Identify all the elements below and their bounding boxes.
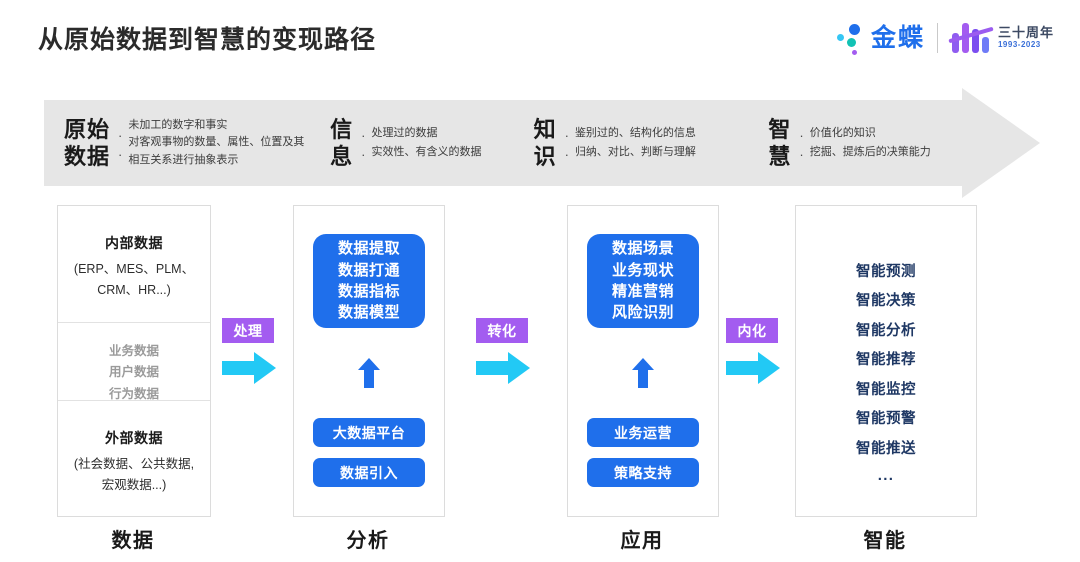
kingdee-logo: 金蝶 三十周年 1993-2023 [833, 18, 1054, 58]
application-scenario-item: 数据场景 [611, 240, 674, 258]
analysis-capability-box: 数据提取 数据打通 数据指标 数据模型 [313, 234, 425, 328]
band-stage-information: 信 息 ·· 处理过的数据 实效性、有含义的数据 [330, 100, 533, 186]
band-stage-raw-data: 原始 数据 ·· 未加工的数字和事实 对客观事物的数量、属性、位置及其相互关系进… [44, 100, 330, 186]
application-strategy-pill: 策略支持 [587, 458, 699, 487]
logo-divider [936, 23, 938, 53]
band-bullet-dots: ·· [118, 128, 123, 162]
column-label-intelligence: 智能 [863, 530, 907, 552]
band-bullet: 未加工的数字和事实 [128, 119, 228, 132]
connector-internalize: 内化 [726, 318, 792, 384]
right-arrow-icon [726, 352, 788, 384]
up-arrow-icon [358, 358, 380, 388]
application-scenario-box: 数据场景 业务现状 精准营销 风险识别 [587, 234, 699, 328]
intelligence-ellipsis: ··· [877, 470, 895, 488]
band-bullet-list: 价值化的知识 挖掘、提炼后的决策能力 [810, 124, 931, 163]
intelligence-item: 智能预警 [856, 411, 916, 428]
internal-data-title: 内部数据 [105, 235, 163, 251]
logo-dots-icon [833, 21, 867, 55]
band-bullet-dots: ·· [799, 128, 804, 162]
external-data-subtitle: (社会数据、公共数据, 宏观数据...) [73, 457, 195, 492]
anniversary-label: 三十周年 [997, 25, 1054, 41]
application-scenario-item: 精准营销 [611, 283, 674, 300]
right-arrow-icon [222, 352, 284, 384]
external-data-title: 外部数据 [105, 430, 163, 446]
column-label-analysis: 分析 [346, 530, 390, 552]
intelligence-item: 智能分析 [856, 322, 916, 339]
right-arrow-icon [476, 352, 538, 384]
band-bullet-dots: ·· [564, 128, 569, 162]
anniversary-text: 三十周年 1993-2023 [998, 26, 1054, 49]
column-intelligence: 智能预测 智能决策 智能分析 智能推荐 智能监控 智能预警 智能推送 ··· [795, 205, 977, 517]
band-bullet: 价值化的知识 [809, 126, 876, 139]
intelligence-item: 智能推荐 [856, 352, 916, 369]
data-type-item: 用户数据 [108, 365, 159, 380]
band-stage-key: 知 识 [533, 116, 557, 170]
internal-data-section: 内部数据 (ERP、MES、PLM、 CRM、HR...) [58, 206, 210, 323]
intelligence-capability-list: 智能预测 智能决策 智能分析 智能推荐 智能监控 智能预警 智能推送 ··· [796, 206, 976, 495]
band-bullet-list: 鉴别过的、结构化的信息 归纳、对比、判断与理解 [575, 124, 696, 163]
band-stage-knowledge: 知 识 ·· 鉴别过的、结构化的信息 归纳、对比、判断与理解 [534, 100, 769, 186]
connector-label: 转化 [476, 318, 528, 343]
external-data-section: 外部数据 (社会数据、公共数据, 宏观数据...) [58, 401, 210, 495]
band-bullet: 归纳、对比、判断与理解 [574, 146, 696, 158]
band-stage-key: 信 息 [330, 116, 354, 170]
page-title: 从原始数据到智慧的变现路径 [38, 26, 377, 54]
band-bullet: 处理过的数据 [371, 126, 438, 139]
data-type-item: 行为数据 [108, 386, 159, 401]
connector-process: 处理 [222, 318, 288, 384]
column-label-data: 数据 [111, 530, 155, 552]
analysis-capability-item: 数据指标 [337, 283, 400, 300]
anniversary-years: 1993-2023 [997, 39, 1041, 49]
band-bullet: 挖掘、提炼后的决策能力 [809, 146, 931, 158]
connector-transform: 转化 [476, 318, 542, 384]
band-bullet-list: 处理过的数据 实效性、有含义的数据 [371, 124, 481, 163]
band-arrowhead-icon [962, 88, 1040, 198]
column-label-application: 应用 [620, 530, 664, 552]
anniversary-mark-icon [948, 21, 994, 55]
analysis-capability-item: 数据模型 [337, 304, 400, 322]
application-scenario-item: 风险识别 [611, 304, 674, 322]
intelligence-item: 智能监控 [856, 381, 916, 398]
application-scenario-item: 业务现状 [611, 261, 674, 279]
band-stage-key: 智 慧 [768, 116, 792, 170]
dikw-band: 原始 数据 ·· 未加工的数字和事实 对客观事物的数量、属性、位置及其相互关系进… [44, 100, 964, 186]
column-analysis: 数据提取 数据打通 数据指标 数据模型 大数据平台 数据引入 [293, 205, 445, 517]
band-bullet: 鉴别过的、结构化的信息 [574, 126, 696, 139]
band-bullet-list: 未加工的数字和事实 对客观事物的数量、属性、位置及其相互关系进行抽象表示 [128, 117, 313, 168]
application-operations-pill: 业务运营 [587, 418, 699, 447]
data-type-item: 业务数据 [108, 344, 159, 358]
analysis-ingest-pill: 数据引入 [313, 458, 425, 487]
analysis-platform-pill: 大数据平台 [313, 418, 425, 447]
analysis-capability-item: 数据提取 [337, 240, 400, 258]
band-stage-wisdom: 智 慧 ·· 价值化的知识 挖掘、提炼后的决策能力 [768, 100, 964, 186]
data-types-section: 业务数据 用户数据 行为数据 [58, 323, 210, 401]
connector-label: 内化 [726, 318, 778, 343]
band-bullet-dots: ·· [361, 128, 366, 162]
intelligence-item: 智能决策 [856, 293, 916, 310]
internal-data-subtitle: (ERP、MES、PLM、 CRM、HR...) [73, 262, 195, 297]
intelligence-item: 智能推送 [856, 440, 916, 457]
connector-label: 处理 [222, 318, 274, 343]
band-bullet: 实效性、有含义的数据 [371, 146, 482, 158]
intelligence-item: 智能预测 [856, 264, 916, 280]
band-bullet: 对客观事物的数量、属性、位置及其相互关系进行抽象表示 [128, 136, 305, 166]
band-stage-key: 原始 数据 [64, 116, 111, 170]
column-application: 数据场景 业务现状 精准营销 风险识别 业务运营 策略支持 [567, 205, 719, 517]
analysis-capability-item: 数据打通 [337, 261, 400, 279]
logo-wordmark: 金蝶 [870, 23, 925, 52]
up-arrow-icon [632, 358, 654, 388]
column-data: 内部数据 (ERP、MES、PLM、 CRM、HR...) 业务数据 用户数据 … [57, 205, 211, 517]
